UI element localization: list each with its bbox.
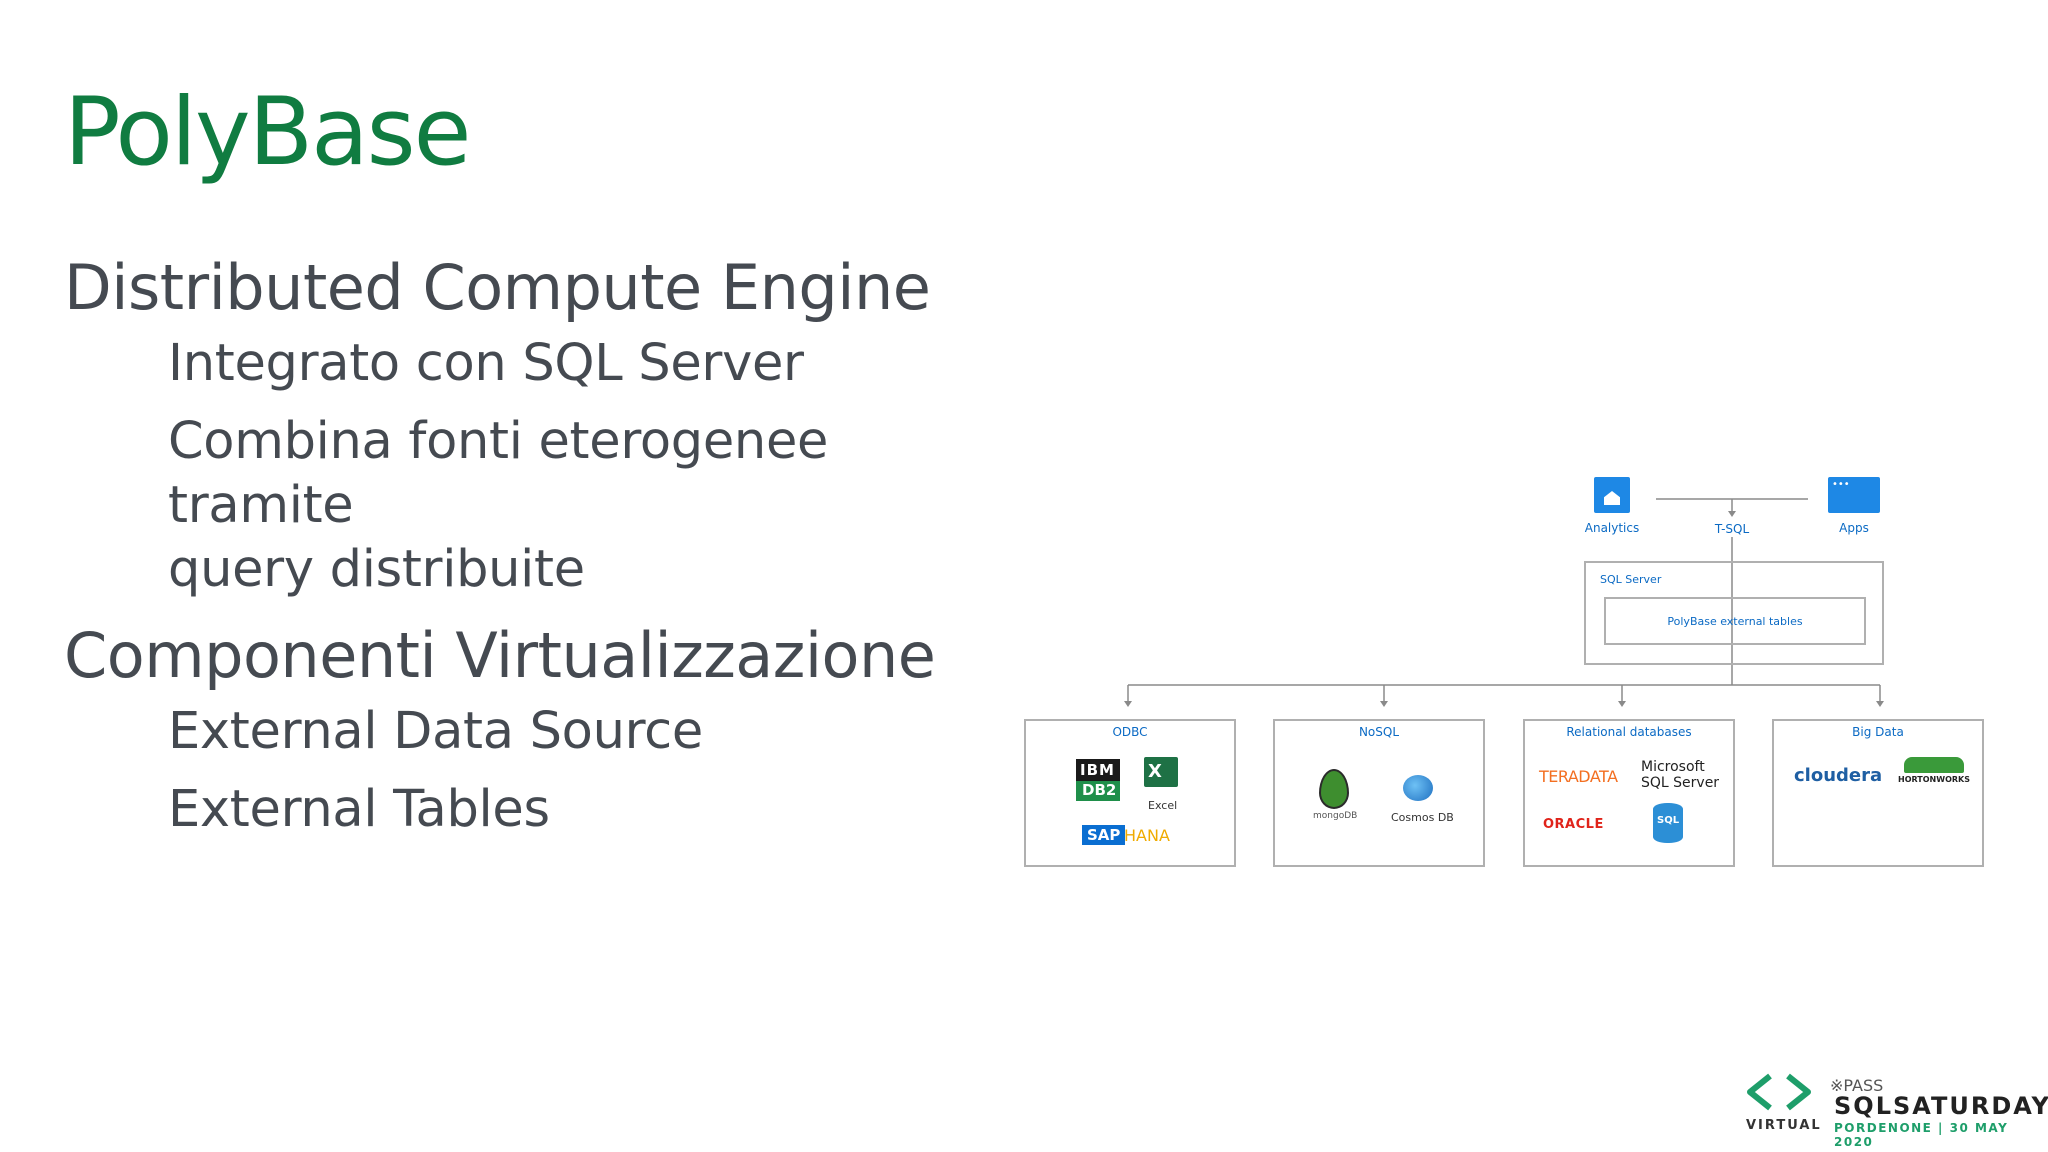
category-relational-title: Relational databases xyxy=(1566,725,1692,739)
virtual-label: VIRTUAL xyxy=(1746,1118,1822,1133)
bullet-combine-line2: query distribuite xyxy=(168,540,585,599)
category-relational: Relational databases TERADATA Microsoft … xyxy=(1523,719,1735,867)
category-bigdata: Big Data cloudera HORTONWORKS xyxy=(1772,719,1984,867)
sql-server-box: SQL Server PolyBase external tables xyxy=(1584,561,1884,665)
sap-text: SAP xyxy=(1082,825,1126,845)
event-info: PORDENONE | 30 MAY 2020 xyxy=(1834,1121,2009,1149)
apps-icon: ••• xyxy=(1828,477,1880,513)
bullet-virtualization: Componenti Virtualizzazione xyxy=(64,619,936,692)
category-odbc: ODBC IBM DB2 X Excel SAP HANA xyxy=(1024,719,1236,867)
tsql-label: T-SQL xyxy=(1714,522,1750,536)
analytics-icon xyxy=(1594,477,1630,513)
hana-text: HANA xyxy=(1124,826,1170,845)
category-nosql-title: NoSQL xyxy=(1358,725,1400,739)
category-odbc-title: ODBC xyxy=(1112,725,1148,739)
apps-label: Apps xyxy=(1839,521,1869,535)
ibm-text: IBM xyxy=(1080,761,1115,779)
polybase-tables-label: PolyBase external tables xyxy=(1667,614,1803,628)
bullet-distributed-compute: Distributed Compute Engine xyxy=(64,251,931,324)
bullet-list: Distributed Compute Engine Integrato con… xyxy=(64,248,1024,856)
sql-server-logo-text: SQL Server xyxy=(1641,775,1720,791)
category-nosql: NoSQL mongoDB Cosmos DB xyxy=(1273,719,1485,867)
cosmos-db-label: Cosmos DB xyxy=(1391,811,1454,824)
db2-text: DB2 xyxy=(1082,781,1117,799)
excel-x: X xyxy=(1148,761,1162,782)
polybase-tables-box: PolyBase external tables xyxy=(1604,597,1866,645)
bullet-integrated-sql: Integrato con SQL Server xyxy=(168,334,804,393)
sql-database-icon: SQL xyxy=(1653,803,1683,843)
microsoft-text: Microsoft xyxy=(1641,759,1705,775)
bullet-external-tables: External Tables xyxy=(168,780,550,839)
cosmos-db-icon xyxy=(1403,775,1433,801)
excel-icon: X xyxy=(1144,757,1178,787)
category-bigdata-title: Big Data xyxy=(1852,725,1904,739)
analytics-label: Analytics xyxy=(1584,521,1640,535)
mongodb-label: mongoDB xyxy=(1313,811,1358,821)
sqlsaturday-branding: VIRTUAL ※PASS SQLSATURDAY PORDENONE | 30… xyxy=(1736,1070,2048,1149)
bullet-external-data-source: External Data Source xyxy=(168,702,703,761)
polybase-diagram: Analytics T-SQL ••• Apps SQL Server Poly… xyxy=(1010,455,2010,885)
hortonworks-elephants-icon xyxy=(1904,757,1964,773)
sql-db-text: SQL xyxy=(1657,815,1680,826)
teradata-logo: TERADATA xyxy=(1539,767,1618,786)
sqlsaturday-label: SQLSATURDAY xyxy=(1834,1092,2048,1120)
hortonworks-label: HORTONWORKS xyxy=(1898,775,1970,784)
brackets-logo-icon xyxy=(1747,1073,1811,1111)
pass-label: ※PASS xyxy=(1830,1076,1883,1095)
pass-asterisk-icon: ※ xyxy=(1830,1076,1844,1095)
slide-title: PolyBase xyxy=(64,78,471,187)
bullet-combine-sources: Combina fonti eterogenee tramite query d… xyxy=(168,410,1024,602)
mongodb-leaf-icon xyxy=(1319,769,1349,809)
ibm-db2-logo: IBM DB2 xyxy=(1076,759,1120,801)
excel-label: Excel xyxy=(1148,799,1178,812)
pass-text: PASS xyxy=(1843,1076,1884,1095)
bullet-combine-line1: Combina fonti eterogenee tramite xyxy=(168,412,829,535)
oracle-logo: ORACLE xyxy=(1543,817,1604,832)
cloudera-logo: cloudera xyxy=(1794,765,1883,786)
sql-server-label: SQL Server xyxy=(1600,573,1662,586)
